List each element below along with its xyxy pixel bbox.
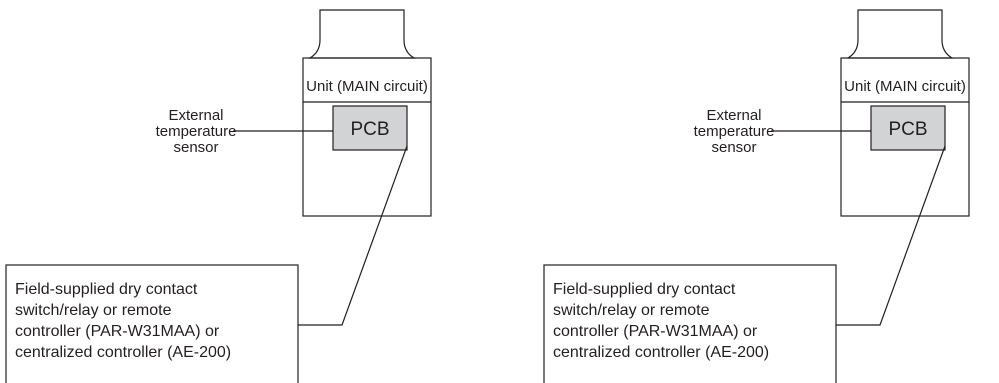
signal-wire: [836, 145, 946, 326]
unit-label: Unit (MAIN circuit): [844, 78, 966, 95]
controller-line-3: controller (PAR-W31MAA) or: [553, 323, 758, 340]
controller-line-2: switch/relay or remote: [553, 302, 710, 319]
sensor-label-line-1: External: [168, 107, 223, 124]
unit-enclosure: [302, 9, 432, 217]
controller-box: [543, 264, 837, 383]
controller-line-4: centralized controller (AE-200): [553, 344, 769, 361]
sensor-label-line-2: temperature: [156, 123, 237, 140]
controller-line-1: Field-supplied dry contact: [15, 281, 198, 298]
pcb-label: PCB: [888, 119, 927, 140]
controller-line-3: controller (PAR-W31MAA) or: [15, 323, 220, 340]
pcb-block: [870, 105, 946, 151]
unit-label: Unit (MAIN circuit): [306, 78, 428, 95]
pcb-block: [332, 105, 408, 151]
controller-line-2: switch/relay or remote: [15, 302, 172, 319]
sensor-label-line-3: sensor: [711, 139, 756, 156]
unit-enclosure: [840, 9, 970, 217]
sensor-label-line-3: sensor: [173, 139, 218, 156]
controller-line-4: centralized controller (AE-200): [15, 344, 231, 361]
pcb-label: PCB: [350, 119, 389, 140]
signal-wire: [298, 145, 408, 326]
diagram-left: Unit (MAIN circuit) PCB External tempera…: [5, 9, 432, 383]
controller-line-1: Field-supplied dry contact: [553, 281, 736, 298]
diagram-right: Unit (MAIN circuit) PCB External tempera…: [543, 9, 970, 383]
controller-box: [5, 264, 299, 383]
sensor-label-line-2: temperature: [694, 123, 775, 140]
sensor-label-line-1: External: [706, 107, 761, 124]
